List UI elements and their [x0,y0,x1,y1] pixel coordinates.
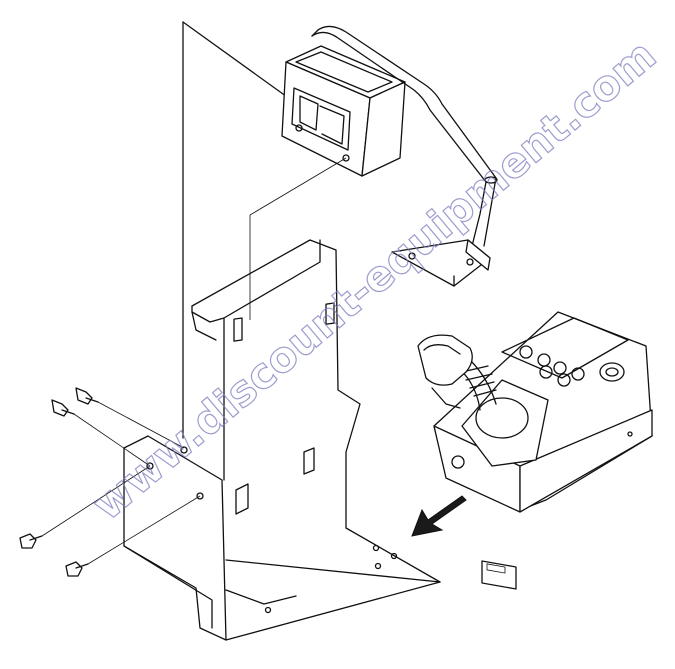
upper-handle-bracket [249,25,498,320]
direction-arrow [411,495,467,537]
screw-4 [65,495,201,577]
screw-1 [75,387,185,449]
joystick-control-box [417,311,653,590]
base-bracket [123,239,441,641]
screw-3 [19,465,151,549]
mounting-screws [19,387,201,577]
screw-2 [51,399,151,467]
